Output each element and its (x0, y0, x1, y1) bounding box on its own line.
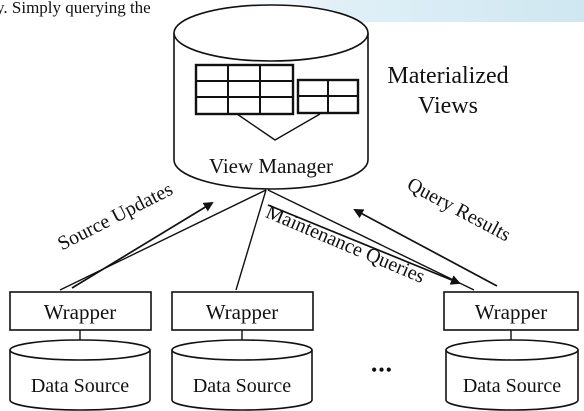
query-results-arrow (353, 209, 498, 287)
materialized-views-title-line2: Views (418, 93, 478, 119)
data-source-label-2: Data Source (193, 375, 291, 397)
more-sources-ellipsis: ••• (371, 360, 393, 380)
wrapper-box-2 (171, 291, 314, 331)
maintenance-queries-arrow (267, 204, 461, 285)
data-source-label-1: Data Source (31, 375, 129, 397)
data-source-label-3: Data Source (463, 375, 561, 397)
source-1: Wrapper Data Source (9, 291, 152, 411)
view-table-small (296, 78, 360, 115)
source-3: Wrapper Data Source (443, 291, 579, 411)
wrapper-label-1: Wrapper (44, 300, 117, 324)
manager-to-wrapper-3-line-a (267, 189, 475, 291)
data-source-cylinder-3 (445, 339, 579, 411)
query-results-label: Query Results (403, 173, 514, 246)
wrapper-label-2: Wrapper (206, 300, 279, 324)
maintenance-queries-label: Maintenance Queries (263, 201, 429, 288)
header-text-fragment: y. Simply querying the (0, 0, 151, 17)
warehouse-cylinder (173, 4, 369, 190)
source-updates-label: Source Updates (54, 178, 177, 255)
wrapper-box-3 (443, 291, 579, 331)
manager-to-wrapper-1-line-a (59, 189, 267, 291)
wrapper-label-3: Wrapper (475, 300, 548, 324)
data-source-cylinder-1 (9, 339, 151, 411)
materialized-views-title-line1: Materialized (387, 63, 508, 89)
source-updates-arrow (71, 201, 214, 289)
data-source-cylinder-2 (171, 339, 313, 411)
manager-to-wrapper-2-line (235, 189, 267, 291)
view-manager-label: View Manager (209, 154, 333, 178)
view-table-large (194, 63, 295, 116)
source-2: Wrapper Data Source (171, 291, 314, 411)
view-connector (236, 113, 321, 141)
